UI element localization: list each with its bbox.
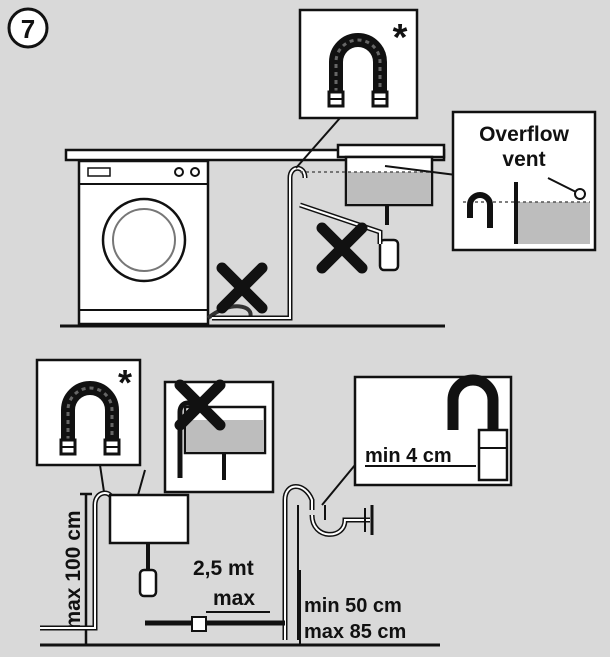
step-number: 7 xyxy=(21,14,35,44)
bottom-scene: max 100 cm * xyxy=(35,358,513,647)
star-mark: * xyxy=(393,17,408,59)
distance-label-line2: max xyxy=(213,587,255,610)
overflow-vent-callout: Overflow vent xyxy=(451,110,597,252)
kitchen-sink xyxy=(299,143,446,272)
hose-guide-callout-bottom: * xyxy=(35,358,142,467)
washing-machine xyxy=(77,159,210,326)
drain-trap xyxy=(309,505,374,537)
distance-label-line1: 2,5 mt xyxy=(193,557,254,580)
overflow-vent-label-line2: vent xyxy=(502,148,545,171)
max-85cm-label: max 85 cm xyxy=(304,621,406,643)
u-shaped-hose-guide-icon xyxy=(447,374,499,430)
vent-hole-icon xyxy=(574,188,586,200)
floor-hose-loop xyxy=(206,304,253,320)
x-mark-icon xyxy=(322,228,362,268)
overflow-vent-label-line1: Overflow xyxy=(479,123,570,146)
step-number-badge: 7 xyxy=(7,7,49,49)
x-mark-icon xyxy=(222,268,262,308)
hose-guide-callout-top: * xyxy=(298,8,419,120)
min-4cm-label: min 4 cm xyxy=(365,445,452,467)
wrong-sink-callout xyxy=(163,382,275,494)
max-100cm-label: max 100 cm xyxy=(62,510,85,629)
star-mark: * xyxy=(118,362,132,403)
wash-basin xyxy=(108,493,190,598)
drain-hose xyxy=(212,165,308,321)
min-4cm-callout: min 4 cm xyxy=(353,374,513,487)
hose-end-icon xyxy=(467,192,493,228)
min-50cm-label: min 50 cm xyxy=(304,595,402,617)
floor-drain-pipe xyxy=(145,616,285,632)
top-scene: * Overflow vent xyxy=(60,8,597,328)
